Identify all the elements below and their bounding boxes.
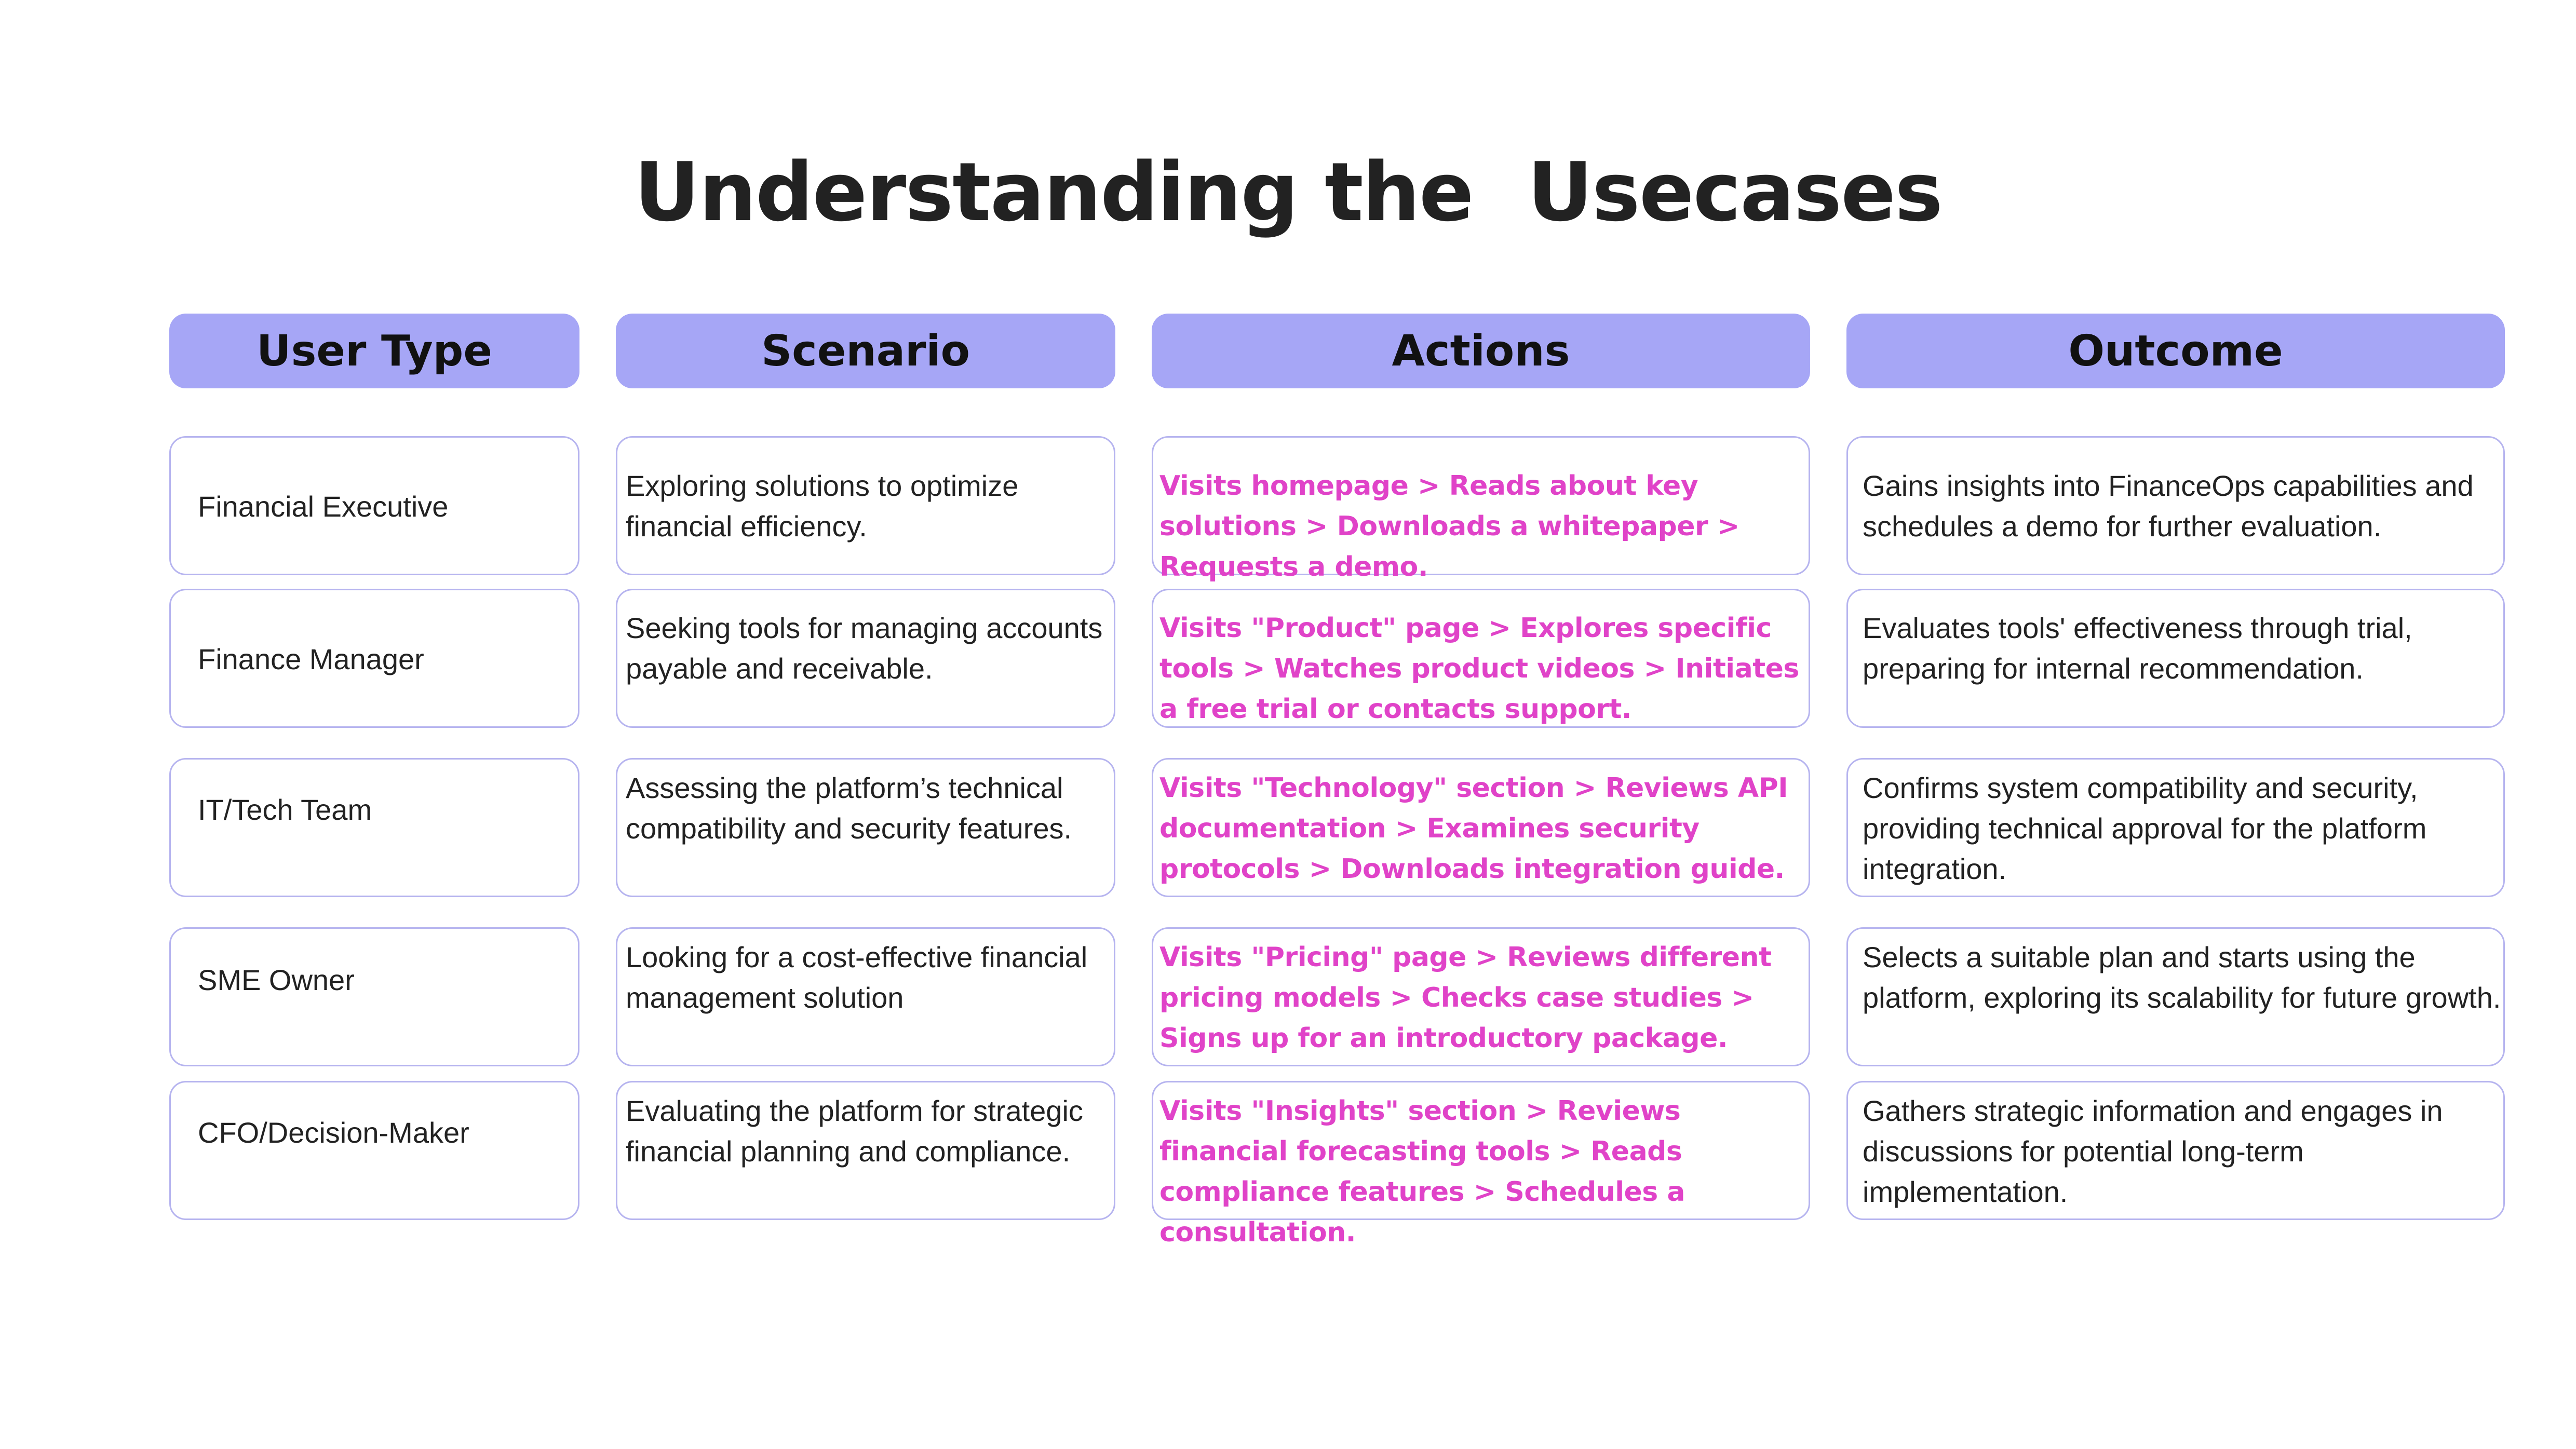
user-type-label: Finance Manager xyxy=(198,643,424,675)
outcome-cell: Gathers strategic information and engage… xyxy=(1846,1081,2505,1220)
user-type-label: CFO/Decision-Maker xyxy=(198,1116,469,1149)
actions-cell: Visits "Technology" section > Reviews AP… xyxy=(1152,758,1810,897)
outcome-cell: Confirms system compatibility and securi… xyxy=(1846,758,2505,897)
user-type-label: SME Owner xyxy=(198,964,355,996)
scenario-text: Exploring solutions to optimize financia… xyxy=(626,469,1019,543)
actions-text: Visits "Insights" section > Reviews fina… xyxy=(1159,1095,1685,1248)
user-type-cell: Financial Executive xyxy=(169,436,579,575)
scenario-cell: Seeking tools for managing accounts paya… xyxy=(616,589,1115,728)
actions-cell: Visits "Insights" section > Reviews fina… xyxy=(1152,1081,1810,1248)
actions-text: Visits "Technology" section > Reviews AP… xyxy=(1159,773,1788,885)
scenario-text: Evaluating the platform for strategic fi… xyxy=(626,1094,1083,1168)
outcome-text: Gains insights into FinanceOps capabilit… xyxy=(1863,469,2474,543)
outcome-cell: Selects a suitable plan and starts using… xyxy=(1846,927,2505,1066)
user-type-cell: SME Owner xyxy=(169,927,579,1066)
outcome-cell: Evaluates tools' effectiveness through t… xyxy=(1846,589,2505,728)
user-type-label: IT/Tech Team xyxy=(198,793,372,826)
page-title: Understanding the Usecases xyxy=(634,145,1943,239)
header-actions: Actions xyxy=(1152,314,1810,388)
scenario-cell: Looking for a cost-effective financial m… xyxy=(616,927,1115,1066)
actions-text: Visits "Pricing" page > Reviews differen… xyxy=(1159,942,1772,1054)
outcome-text: Confirms system compatibility and securi… xyxy=(1863,771,2427,885)
scenario-text: Assessing the platform’s technical compa… xyxy=(626,771,1072,845)
user-type-cell: CFO/Decision-Maker xyxy=(169,1081,579,1220)
header-outcome: Outcome xyxy=(1846,314,2505,388)
scenario-cell: Evaluating the platform for strategic fi… xyxy=(616,1081,1115,1220)
header-scenario: Scenario xyxy=(616,314,1115,388)
outcome-text: Gathers strategic information and engage… xyxy=(1863,1094,2443,1208)
outcome-cell: Gains insights into FinanceOps capabilit… xyxy=(1846,436,2505,575)
actions-cell: Visits homepage > Reads about key soluti… xyxy=(1152,436,1810,583)
outcome-text: Selects a suitable plan and starts using… xyxy=(1863,941,2501,1014)
user-type-cell: Finance Manager xyxy=(169,589,579,728)
scenario-text: Seeking tools for managing accounts paya… xyxy=(626,612,1103,685)
scenario-cell: Assessing the platform’s technical compa… xyxy=(616,758,1115,897)
user-type-cell: IT/Tech Team xyxy=(169,758,579,897)
header-user-type: User Type xyxy=(169,314,579,388)
actions-cell: Visits "Pricing" page > Reviews differen… xyxy=(1152,927,1810,1066)
scenario-cell: Exploring solutions to optimize financia… xyxy=(616,436,1115,575)
outcome-text: Evaluates tools' effectiveness through t… xyxy=(1863,612,2412,685)
actions-text: Visits "Product" page > Explores specifi… xyxy=(1159,613,1799,725)
actions-text: Visits homepage > Reads about key soluti… xyxy=(1159,470,1739,583)
actions-cell: Visits "Product" page > Explores specifi… xyxy=(1152,589,1810,728)
scenario-text: Looking for a cost-effective financial m… xyxy=(626,941,1088,1014)
user-type-label: Financial Executive xyxy=(198,490,449,523)
